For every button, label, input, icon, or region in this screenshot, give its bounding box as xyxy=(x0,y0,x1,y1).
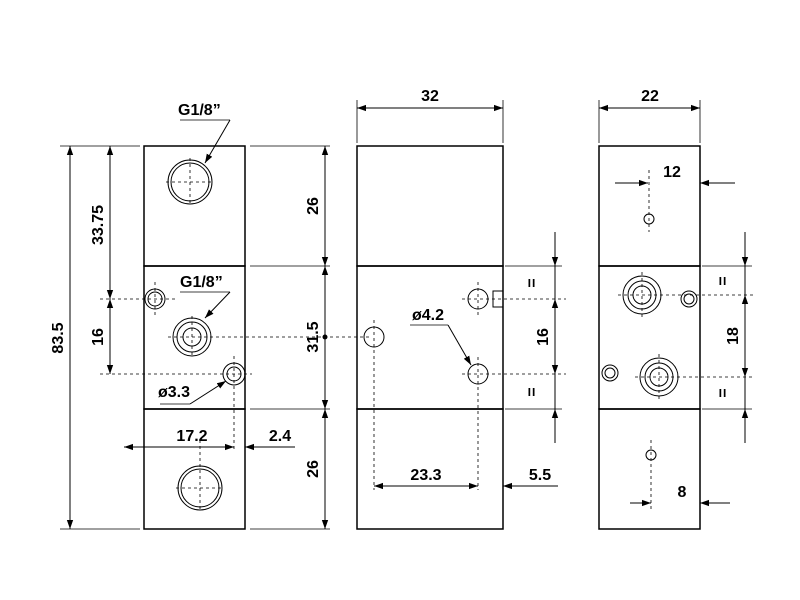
dim-26-top: 26 xyxy=(305,197,322,215)
end-top-small-hole-icon xyxy=(643,170,655,232)
dim-31-5: 31.5 xyxy=(305,321,322,352)
front-body-bottom xyxy=(143,408,246,530)
side-hole-label: ø4.2 xyxy=(412,307,444,324)
end-equal-bottom: = xyxy=(715,388,732,397)
dim-overall-height: 83.5 xyxy=(50,322,67,353)
dim-12: 12 xyxy=(663,164,681,181)
side-equal-bottom: = xyxy=(524,387,541,396)
dim-8: 8 xyxy=(678,484,687,501)
end-lower-port-icon xyxy=(635,354,755,400)
center-port-label: G1/8” xyxy=(180,274,223,291)
end-body-top xyxy=(598,145,701,267)
dim-side-16: 16 xyxy=(535,328,552,346)
side-body-top xyxy=(356,145,504,267)
side-view: 32 ø4.2 = 16 = 23.3 xyxy=(356,88,566,530)
dim-5-5: 5.5 xyxy=(529,467,551,484)
right-small-hole-icon xyxy=(100,356,252,450)
center-port-icon xyxy=(168,316,372,358)
dim-16-front: 16 xyxy=(90,328,107,346)
end-body-bottom xyxy=(598,408,701,530)
dim-2-4: 2.4 xyxy=(269,428,291,445)
end-left-small-hole-icon xyxy=(601,364,619,382)
end-equal-top: = xyxy=(715,276,732,285)
top-port-label: G1/8” xyxy=(178,102,221,119)
end-view: 22 12 xyxy=(598,88,755,530)
front-view: G1/8” G1/8” ø3.3 xyxy=(50,102,372,530)
end-bottom-small-hole-icon xyxy=(645,440,657,510)
left-small-hole-icon xyxy=(100,282,175,316)
side-left-hole-icon xyxy=(363,320,385,490)
side-upper-hole-icon xyxy=(462,282,566,316)
dim-26-bottom: 26 xyxy=(305,460,322,478)
top-port-icon xyxy=(166,158,214,206)
dim-18: 18 xyxy=(725,327,742,345)
end-right-small-hole-icon xyxy=(680,290,698,308)
dim-17-2: 17.2 xyxy=(176,428,207,445)
side-lower-hole-icon xyxy=(462,357,566,490)
side-body-middle xyxy=(356,265,504,410)
hole-diameter-label: ø3.3 xyxy=(158,384,190,401)
side-body-bottom xyxy=(356,408,504,530)
dim-33-75: 33.75 xyxy=(90,205,107,245)
dim-end-width: 22 xyxy=(641,88,659,105)
dim-23-3: 23.3 xyxy=(410,467,441,484)
side-equal-top: = xyxy=(524,278,541,287)
bottom-port-icon xyxy=(176,440,224,512)
dim-side-width: 32 xyxy=(421,88,439,105)
